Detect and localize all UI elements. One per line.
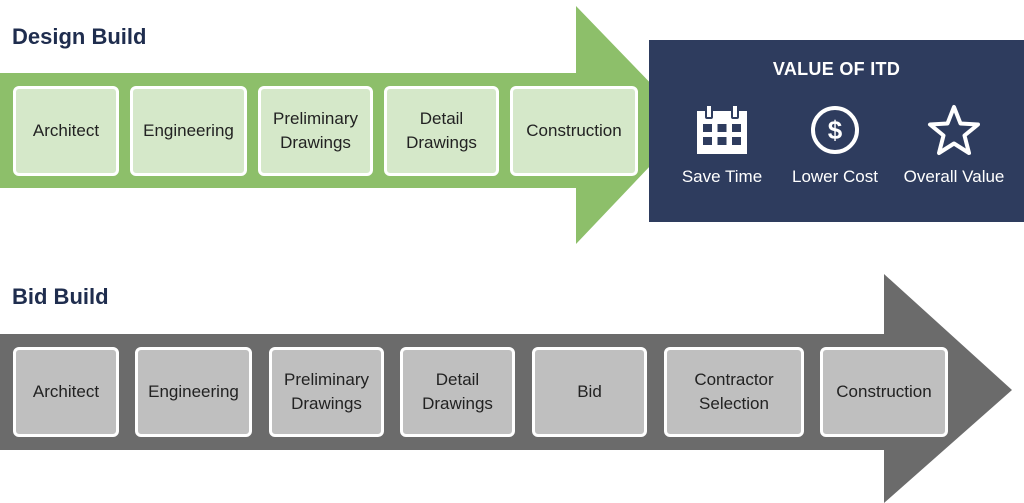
value-label-lower-cost: Lower Cost [792,167,878,186]
value-panel-title: VALUE OF ITD [772,59,901,79]
bid-step-contractor-selection: Contractor Selection [664,347,804,437]
bid-step-preliminary-drawings: Preliminary Drawings [269,347,384,437]
svg-text:$: $ [828,115,843,145]
value-item-save-time: Save Time [657,104,787,187]
value-item-overall-value: Overall Value [889,104,1019,187]
value-item-lower-cost: $ Lower Cost [770,104,900,187]
calendar-icon [697,104,747,154]
design-step-preliminary-drawings: Preliminary Drawings [258,86,373,176]
bid-step-bid: Bid [532,347,647,437]
star-icon [928,105,980,155]
bid-build-title: Bid Build [12,284,109,309]
bid-step-construction: Construction [820,347,948,437]
bid-step-detail-drawings: Detail Drawings [400,347,515,437]
value-label-save-time: Save Time [681,167,763,186]
value-panel: VALUE OF ITD Save Time $ Lower Cost Over… [649,40,1024,222]
design-step-detail-drawings: Detail Drawings [384,86,499,176]
bid-step-engineering: Engineering [135,347,252,437]
design-step-construction: Construction [510,86,638,176]
dollar-coin-icon: $ [811,106,859,154]
value-label-overall-value: Overall Value [903,167,1005,186]
design-step-architect: Architect [13,86,119,176]
design-step-engineering: Engineering [130,86,247,176]
bid-step-architect: Architect [13,347,119,437]
design-build-title: Design Build [12,24,147,49]
